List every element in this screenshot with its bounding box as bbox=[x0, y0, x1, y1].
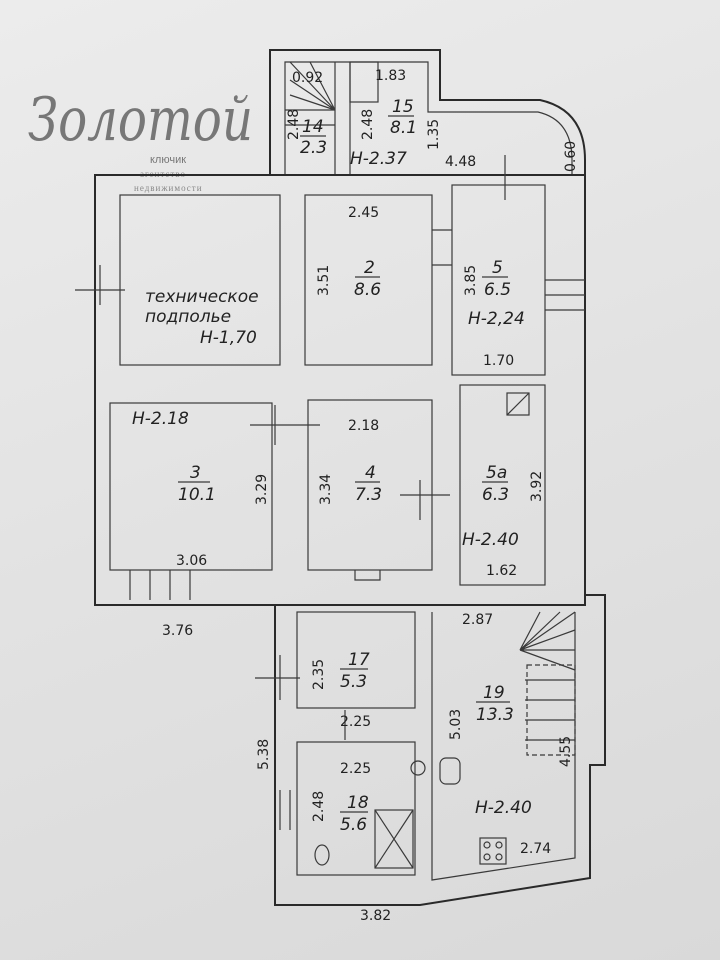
svg-text:4: 4 bbox=[365, 463, 376, 483]
room-3-labels: Н-2.18 3 10.1 3.29 3.06 bbox=[132, 409, 270, 569]
svg-text:5.03: 5.03 bbox=[448, 709, 464, 740]
svg-text:2.35: 2.35 bbox=[311, 659, 327, 690]
svg-text:5.6: 5.6 bbox=[340, 815, 367, 835]
svg-text:2.48: 2.48 bbox=[311, 791, 327, 822]
svg-text:техническое: техническое bbox=[145, 287, 259, 307]
main-width-dimension: 3.76 bbox=[162, 623, 193, 639]
svg-text:1.70: 1.70 bbox=[483, 353, 514, 369]
svg-text:1.62: 1.62 bbox=[486, 563, 517, 579]
svg-text:8.6: 8.6 bbox=[354, 280, 381, 300]
svg-text:14: 14 bbox=[302, 117, 324, 137]
svg-text:2: 2 bbox=[364, 258, 375, 278]
svg-text:подполье: подполье bbox=[145, 307, 231, 327]
room-19-labels: 2.87 5.03 19 13.3 4.55 Н-2.40 2.74 bbox=[448, 612, 574, 857]
svg-text:Н-2,24: Н-2,24 bbox=[468, 309, 525, 329]
svg-text:3.29: 3.29 bbox=[254, 474, 270, 505]
svg-text:2.87: 2.87 bbox=[462, 612, 493, 628]
svg-text:3.34: 3.34 bbox=[318, 474, 334, 505]
svg-text:Н-2.40: Н-2.40 bbox=[475, 798, 532, 818]
room-2-labels: 2.45 3.51 2 8.6 bbox=[316, 205, 381, 300]
svg-text:0.92: 0.92 bbox=[292, 70, 323, 86]
svg-text:2.18: 2.18 bbox=[348, 418, 379, 434]
svg-text:Н-2.37: Н-2.37 bbox=[350, 149, 407, 169]
svg-text:2.48: 2.48 bbox=[360, 109, 376, 140]
top-annex-walls bbox=[269, 49, 586, 175]
svg-text:5: 5 bbox=[492, 258, 503, 278]
svg-text:7.3: 7.3 bbox=[355, 485, 382, 505]
svg-text:1.83: 1.83 bbox=[375, 68, 406, 84]
svg-text:2.3: 2.3 bbox=[300, 138, 327, 158]
room-15-labels: 1.83 2.48 15 8.1 1.35 4.48 0.60 Н-2.37 bbox=[350, 68, 579, 172]
svg-text:5.3: 5.3 bbox=[340, 672, 367, 692]
svg-text:19: 19 bbox=[483, 683, 505, 703]
svg-text:15: 15 bbox=[392, 97, 414, 117]
svg-text:0.60: 0.60 bbox=[563, 141, 579, 172]
svg-text:6.5: 6.5 bbox=[484, 280, 511, 300]
tech-underfloor-labels: техническое подполье Н-1,70 bbox=[145, 287, 259, 348]
svg-text:18: 18 bbox=[347, 793, 369, 813]
room-4-labels: 2.18 3.34 4 7.3 bbox=[318, 418, 382, 505]
logo-sub3: недвижимости bbox=[134, 183, 203, 193]
room-17-labels: 2.35 17 5.3 2.25 bbox=[311, 650, 371, 730]
svg-text:2.25: 2.25 bbox=[340, 714, 371, 730]
main-block-walls bbox=[75, 155, 586, 606]
svg-text:1.35: 1.35 bbox=[426, 119, 442, 150]
logo-name: Золотой bbox=[28, 85, 253, 155]
lower-block-walls bbox=[255, 594, 606, 906]
svg-text:13.3: 13.3 bbox=[476, 705, 514, 725]
svg-text:4.55: 4.55 bbox=[558, 736, 574, 767]
svg-text:3.51: 3.51 bbox=[316, 265, 332, 296]
logo-sub1: ключик bbox=[150, 154, 186, 166]
svg-text:4.48: 4.48 bbox=[445, 154, 476, 170]
svg-text:5а: 5а bbox=[486, 463, 507, 483]
svg-text:3: 3 bbox=[190, 463, 201, 483]
lower-width-dimension: 3.82 bbox=[360, 908, 391, 924]
svg-text:3.06: 3.06 bbox=[176, 553, 207, 569]
room-5-labels: 3.85 5 6.5 Н-2,24 1.70 bbox=[463, 258, 525, 369]
svg-text:6.3: 6.3 bbox=[482, 485, 509, 505]
room-14-labels: 0.92 2.48 14 2.3 bbox=[286, 70, 327, 158]
room-5a-labels: 5а 6.3 3.92 Н-2.40 1.62 bbox=[462, 463, 545, 579]
svg-text:2.45: 2.45 bbox=[348, 205, 379, 221]
svg-text:Н-2.40: Н-2.40 bbox=[462, 530, 519, 550]
svg-text:Н-1,70: Н-1,70 bbox=[200, 328, 257, 348]
svg-text:3.85: 3.85 bbox=[463, 265, 479, 296]
svg-text:2.25: 2.25 bbox=[340, 761, 371, 777]
agency-logo: Золотой ключик агентство недвижимости bbox=[28, 85, 253, 193]
lower-height-dimension: 5.38 bbox=[256, 739, 272, 770]
svg-text:Н-2.18: Н-2.18 bbox=[132, 409, 189, 429]
svg-text:10.1: 10.1 bbox=[178, 485, 216, 505]
room-18-labels: 2.25 2.48 18 5.6 bbox=[311, 761, 371, 835]
svg-text:8.1: 8.1 bbox=[390, 118, 417, 138]
svg-text:2.74: 2.74 bbox=[520, 841, 551, 857]
svg-text:3.92: 3.92 bbox=[529, 471, 545, 502]
svg-text:17: 17 bbox=[348, 650, 370, 670]
svg-text:2.48: 2.48 bbox=[286, 109, 302, 140]
